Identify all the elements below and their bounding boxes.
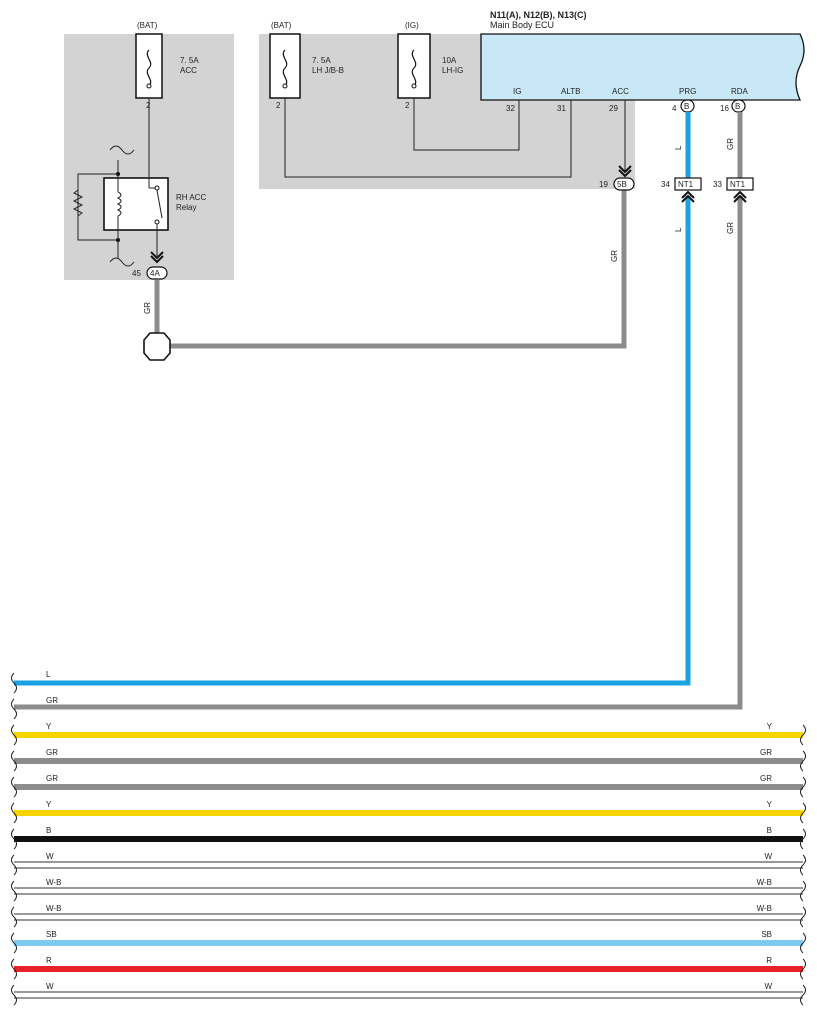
ecu-pin-acc-label: ACC [612,87,629,96]
bus-wire: GR [11,696,58,720]
connector-4a: 4A 45 [132,251,168,280]
bus-wire-label-right: GR [760,774,772,783]
svg-text:Relay: Relay [176,203,196,212]
bus-wire-label-right: Y [767,800,773,809]
bus-wire-label-right: GR [760,748,772,757]
svg-text:2: 2 [405,101,410,110]
svg-text:(BAT): (BAT) [271,21,292,30]
svg-text:B: B [735,102,740,111]
bus-wire-label-right: W [764,852,772,861]
bus-wire-label-left: L [46,670,51,679]
l-wire [14,112,691,686]
svg-text:5B: 5B [617,180,627,189]
ecu-pin-rda-label: RDA [731,87,749,96]
bus-wire-label-left: Y [46,722,52,731]
internal-circuit-lines [148,98,626,178]
wire-label-gr-r-top: GR [726,138,735,150]
svg-text:(IG): (IG) [405,21,419,30]
ecu-pin-altb-label: ALTB [561,87,580,96]
wire-label-gr-left: GR [143,302,152,314]
bus-wire: L [11,670,51,694]
bus-wire-label-left: W-B [46,878,61,887]
bus-wire: GR GR [11,748,806,772]
bus-wire-label-right: Y [767,722,773,731]
ecu-pin-rda-num: 16 [720,104,729,113]
connector-nt1-34: NT1 34 [661,177,702,203]
bus-wire-label-left: W-B [46,904,61,913]
ecu-code: N11(A), N12(B), N13(C) [490,10,587,20]
svg-text:34: 34 [661,180,670,189]
svg-text:B: B [684,102,689,111]
rh-acc-relay: RH ACC Relay [72,145,206,267]
gr-wires [14,112,743,710]
bus-wire-label-right: SB [761,930,772,939]
bus-wire-label-left: W [46,852,54,861]
ecu-connector-b-rda: B [731,99,746,113]
fuse-lh-ig: (IG) 10A LH-IG 2 [397,21,463,110]
svg-text:2: 2 [276,101,281,110]
bus-wire-label-right: R [766,956,772,965]
svg-text:7. 5A: 7. 5A [180,56,199,65]
bus-wire-label-right: B [767,826,772,835]
bus-wire-label-left: B [46,826,51,835]
wire-label-l-top: L [674,145,683,150]
svg-text:NT1: NT1 [678,180,694,189]
ecu-pin-prg-num: 4 [672,104,677,113]
ecu-pin-acc-num: 29 [609,104,618,113]
bus-wire-label-right: W-B [757,878,772,887]
bus-wire: SB SB [11,930,806,954]
bus-wire-label-left: W [46,982,54,991]
svg-text:7. 5A: 7. 5A [312,56,331,65]
svg-text:(BAT): (BAT) [137,21,158,30]
connector-5b: 5B 19 [599,165,635,191]
svg-text:10A: 10A [442,56,457,65]
svg-text:33: 33 [713,180,722,189]
bus-wire: W-B W-B [11,878,806,902]
wire-label-gr-r-bot: GR [726,222,735,234]
ecu-pin-altb-num: 31 [557,104,566,113]
wire-label-l-bot: L [674,227,683,232]
ecu-name: Main Body ECU [490,20,554,30]
bus-wire-label-left: GR [46,748,58,757]
bus-wire-label-left: GR [46,774,58,783]
svg-text:RH ACC: RH ACC [176,193,206,202]
bus-wire-label-right: W [764,982,772,991]
bus-wire-label-left: Y [46,800,52,809]
bus-wire-label-right: W-B [757,904,772,913]
svg-text:LH J/B-B: LH J/B-B [312,66,344,75]
svg-text:ACC: ACC [180,66,197,75]
svg-text:45: 45 [132,269,141,278]
connector-nt1-33: NT1 33 [713,177,754,203]
ecu-pin-ig-label: IG [513,87,521,96]
bus-wire: W-B W-B [11,904,806,928]
ecu-pin-ig-num: 32 [506,104,515,113]
main-body-ecu: N11(A), N12(B), N13(C) Main Body ECU IG … [480,10,805,101]
svg-text:4A: 4A [150,269,160,278]
bus-wire-label-left: R [46,956,52,965]
ecu-connector-b-prg: B [680,99,695,113]
svg-text:NT1: NT1 [730,180,746,189]
bus-wire-label-left: SB [46,930,57,939]
bus-wire-label-left: GR [46,696,58,705]
wire-label-gr-mid: GR [610,250,619,262]
bus-wire: GR GR [11,774,806,798]
svg-text:19: 19 [599,180,608,189]
ecu-pin-prg-label: PRG [679,87,696,96]
junction-connector [143,332,171,361]
svg-text:LH-IG: LH-IG [442,66,463,75]
